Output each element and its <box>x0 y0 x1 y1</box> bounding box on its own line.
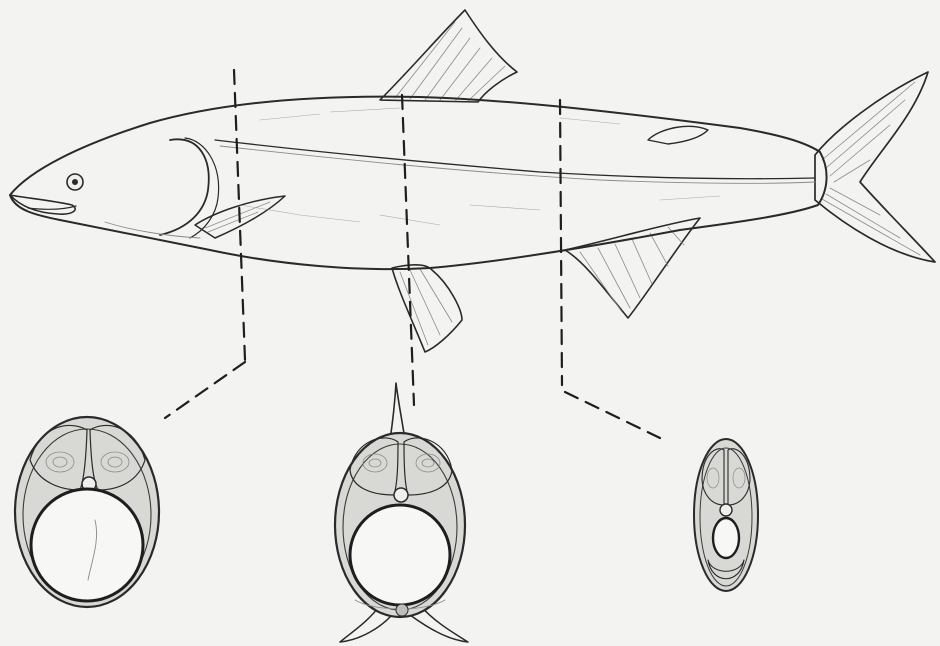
section-leader-posterior <box>565 392 660 438</box>
pupil <box>72 179 78 185</box>
body-cavity-mid <box>350 505 450 605</box>
cross-section-anterior <box>15 417 159 607</box>
vertebra-mid <box>394 488 408 502</box>
cross-section-posterior <box>694 439 758 591</box>
dorsal-fin <box>380 10 517 102</box>
body-cavity-anterior <box>31 489 143 601</box>
cross-section-mid <box>335 383 468 642</box>
adipose-fin <box>648 126 708 144</box>
caudal-fin-rays <box>822 82 920 255</box>
caudal-fin <box>815 72 935 262</box>
pelvic-fin-rays <box>400 269 452 345</box>
fish-lateral-view <box>10 10 935 352</box>
body-cavity-posterior <box>713 518 739 558</box>
anal-fin <box>565 218 700 318</box>
section-leader-anterior <box>165 362 245 418</box>
mouth <box>10 195 75 214</box>
section-line-posterior <box>560 100 562 385</box>
lateral-line <box>215 140 815 179</box>
dorsal-fin-rays <box>395 22 505 101</box>
section-line-mid <box>402 95 414 405</box>
section-markers <box>165 70 660 438</box>
section-line-anterior <box>234 70 245 360</box>
vertebra-posterior <box>720 504 732 516</box>
